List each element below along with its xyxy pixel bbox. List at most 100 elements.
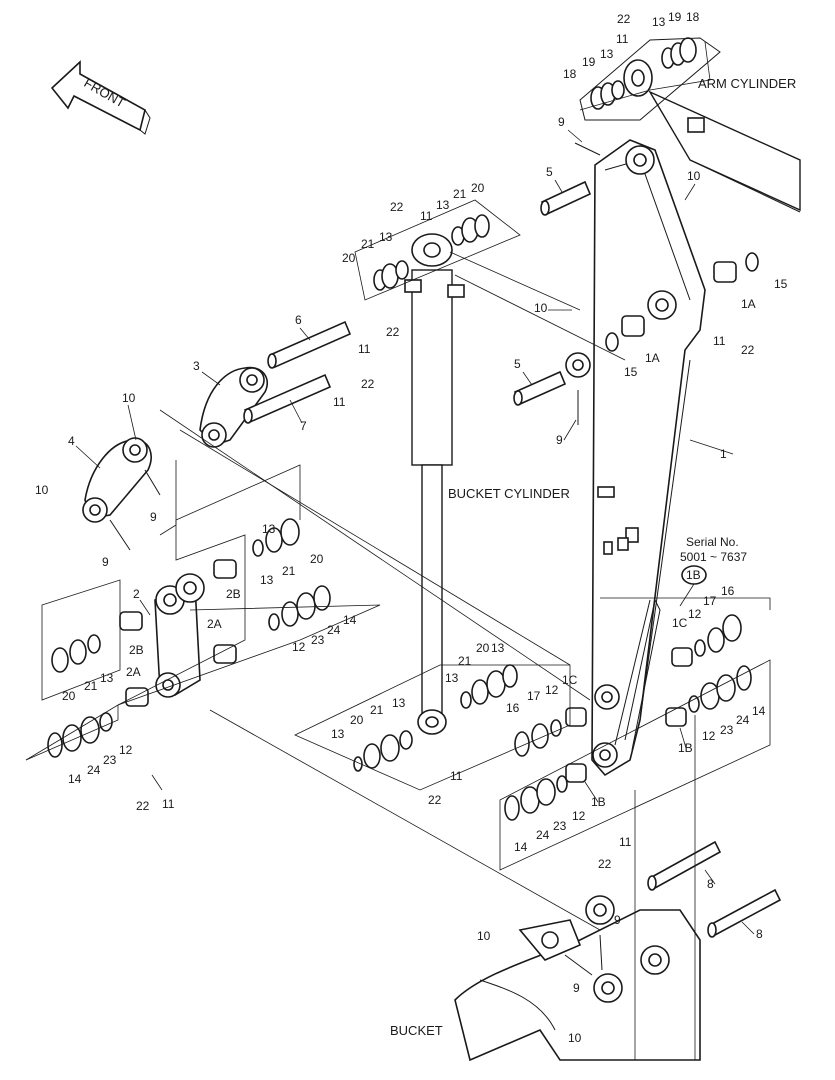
callout-7: 7 bbox=[300, 419, 307, 433]
callout-14: 14 bbox=[752, 704, 766, 718]
front-arrow: FRONT bbox=[50, 60, 151, 135]
callout-22: 22 bbox=[386, 325, 400, 339]
callout-2A: 2A bbox=[207, 617, 222, 631]
callout-15: 15 bbox=[624, 365, 638, 379]
serial-note: Serial No. 5001 ~ 7637 1B bbox=[679, 535, 747, 607]
callout-6: 6 bbox=[295, 313, 302, 327]
seal-rings bbox=[47, 214, 759, 821]
callout-11: 11 bbox=[333, 395, 346, 409]
callout-17: 17 bbox=[527, 689, 541, 703]
callout-22: 22 bbox=[428, 793, 442, 807]
callout-2B: 2B bbox=[226, 587, 241, 601]
callout-13: 13 bbox=[491, 641, 505, 655]
callout-13: 13 bbox=[600, 47, 614, 61]
arm-cylinder: ARM CYLINDER bbox=[579, 37, 801, 213]
callout-13: 13 bbox=[379, 230, 393, 244]
callout-5: 5 bbox=[546, 165, 553, 179]
callout-22: 22 bbox=[390, 200, 404, 214]
callout-1B: 1B bbox=[678, 741, 693, 755]
callout-2B: 2B bbox=[129, 643, 144, 657]
callout-13: 13 bbox=[436, 198, 450, 212]
callout-23: 23 bbox=[103, 753, 117, 767]
callout-9: 9 bbox=[558, 115, 565, 129]
callout-11: 11 bbox=[616, 32, 629, 46]
callout-10: 10 bbox=[687, 169, 701, 183]
callout-19: 19 bbox=[668, 10, 682, 24]
callout-24: 24 bbox=[536, 828, 550, 842]
callout-8: 8 bbox=[756, 927, 763, 941]
callout-21: 21 bbox=[84, 679, 98, 693]
callout-20: 20 bbox=[350, 713, 364, 727]
callout-10: 10 bbox=[122, 391, 136, 405]
callout-14: 14 bbox=[514, 840, 528, 854]
callout-12: 12 bbox=[292, 640, 306, 654]
callout-24: 24 bbox=[327, 623, 341, 637]
callout-1C: 1C bbox=[672, 616, 688, 630]
callout-11: 11 bbox=[358, 342, 371, 356]
callout-22: 22 bbox=[617, 12, 631, 26]
callout-22: 22 bbox=[598, 857, 612, 871]
callout-13: 13 bbox=[392, 696, 406, 710]
pins bbox=[243, 180, 782, 938]
callout-21: 21 bbox=[282, 564, 296, 578]
callout-1: 1 bbox=[720, 447, 727, 461]
callout-21: 21 bbox=[458, 654, 472, 668]
serial-no-label: Serial No. bbox=[686, 535, 739, 549]
callout-20: 20 bbox=[471, 181, 485, 195]
bucket-label: BUCKET bbox=[390, 1023, 443, 1038]
serial-ref-label: 1B bbox=[686, 568, 701, 582]
callout-9: 9 bbox=[614, 913, 621, 927]
callout-9: 9 bbox=[102, 555, 109, 569]
callout-18: 18 bbox=[686, 10, 700, 24]
callout-2A: 2A bbox=[126, 665, 141, 679]
callout-10: 10 bbox=[534, 301, 548, 315]
callout-13: 13 bbox=[262, 522, 276, 536]
callout-1A: 1A bbox=[645, 351, 660, 365]
callout-1B: 1B bbox=[591, 795, 606, 809]
callout-2: 2 bbox=[133, 587, 140, 601]
link-parts bbox=[82, 366, 269, 707]
callout-13: 13 bbox=[652, 15, 666, 29]
callout-13: 13 bbox=[331, 727, 345, 741]
serial-range-label: 5001 ~ 7637 bbox=[680, 550, 747, 564]
callout-22: 22 bbox=[361, 377, 375, 391]
bucket-cylinder-label: BUCKET CYLINDER bbox=[448, 486, 570, 501]
callout-numbers: 22 13 19 18 11 19 13 18 9 5 10 15 1A 11 … bbox=[35, 10, 788, 1045]
callout-1C: 1C bbox=[562, 673, 578, 687]
callout-15: 15 bbox=[774, 277, 788, 291]
callout-17: 17 bbox=[703, 594, 717, 608]
assembly-lines bbox=[25, 41, 771, 1060]
callout-23: 23 bbox=[553, 819, 567, 833]
callout-16: 16 bbox=[506, 701, 520, 715]
bolts bbox=[109, 142, 603, 976]
callout-9: 9 bbox=[573, 981, 580, 995]
callout-11: 11 bbox=[450, 769, 463, 783]
callout-22: 22 bbox=[741, 343, 755, 357]
callout-13: 13 bbox=[100, 671, 114, 685]
callout-20: 20 bbox=[476, 641, 490, 655]
callout-11: 11 bbox=[162, 797, 175, 811]
callout-14: 14 bbox=[68, 772, 82, 786]
callout-16: 16 bbox=[721, 584, 735, 598]
callout-13: 13 bbox=[445, 671, 459, 685]
callout-21: 21 bbox=[453, 187, 467, 201]
callout-12: 12 bbox=[688, 607, 702, 621]
callout-19: 19 bbox=[582, 55, 596, 69]
bucket-cylinder: BUCKET CYLINDER bbox=[404, 233, 570, 735]
callout-21: 21 bbox=[361, 237, 375, 251]
callout-11: 11 bbox=[420, 209, 433, 223]
callout-9: 9 bbox=[150, 510, 157, 524]
callout-11: 11 bbox=[713, 334, 726, 348]
callout-10: 10 bbox=[477, 929, 491, 943]
callout-23: 23 bbox=[311, 633, 325, 647]
arm-cylinder-label: ARM CYLINDER bbox=[698, 76, 796, 91]
callout-9: 9 bbox=[556, 433, 563, 447]
callout-4: 4 bbox=[68, 434, 75, 448]
callout-3: 3 bbox=[193, 359, 200, 373]
callout-20: 20 bbox=[310, 552, 324, 566]
callout-20: 20 bbox=[342, 251, 356, 265]
callout-12: 12 bbox=[702, 729, 716, 743]
callout-21: 21 bbox=[370, 703, 384, 717]
callout-23: 23 bbox=[720, 723, 734, 737]
